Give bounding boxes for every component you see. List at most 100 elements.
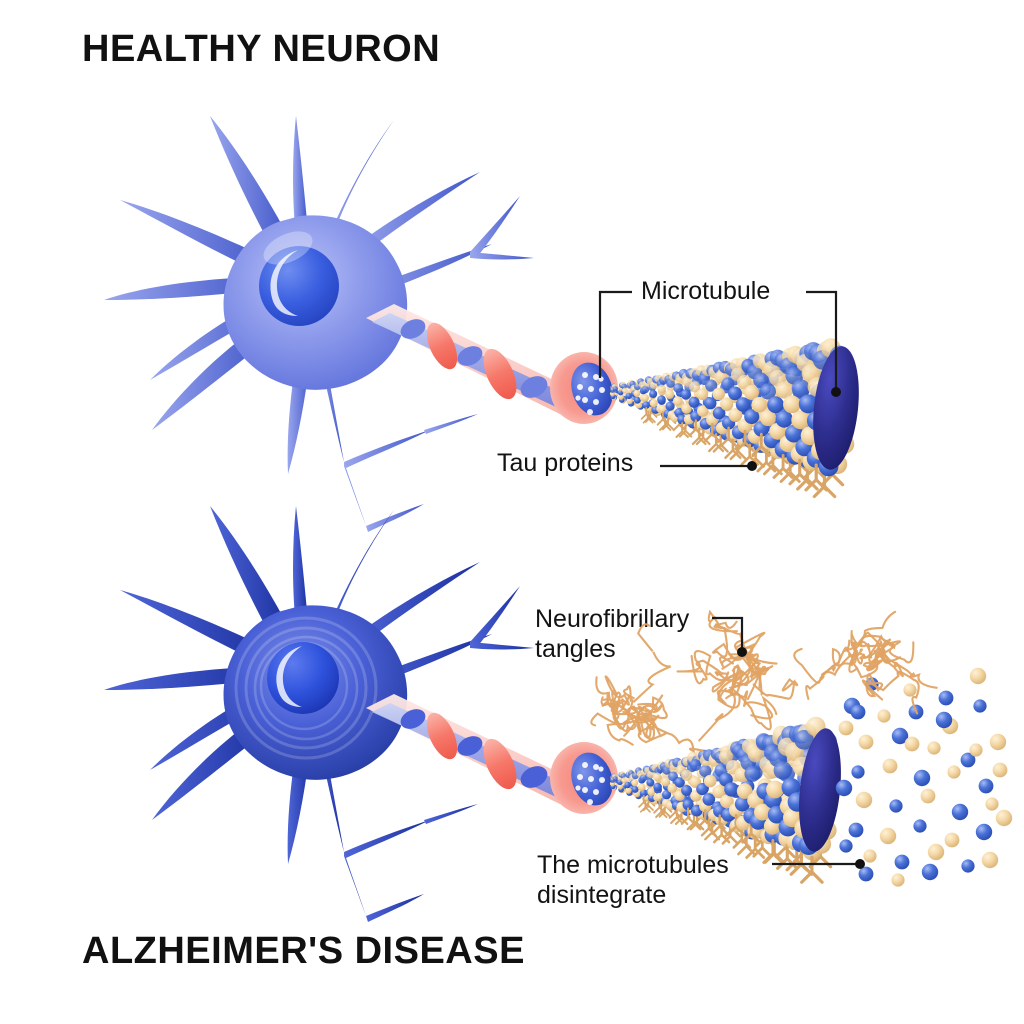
free-tubulin-sphere (969, 743, 983, 757)
free-tubulin-sphere (913, 769, 931, 787)
tubulin-sphere (612, 776, 618, 782)
tubulin-sphere (625, 386, 633, 394)
microtubule-diseased (609, 716, 840, 884)
free-tubulin-sphere (978, 778, 994, 794)
free-tubulin-sphere (863, 849, 877, 863)
tau-protein (697, 809, 714, 829)
tubulin-sphere (747, 746, 765, 763)
free-tubulin-sphere (877, 709, 891, 723)
leader-lines-healthy (598, 290, 838, 468)
free-tubulin-sphere (848, 822, 864, 838)
tau-protein (762, 838, 784, 864)
tubulin-sphere (617, 783, 624, 790)
tubulin-sphere (657, 395, 666, 404)
tubulin-sphere (697, 405, 709, 417)
tubulin-sphere (699, 765, 712, 778)
neurofibrillary-tangle (590, 623, 704, 753)
neurofibrillary-tangle (676, 609, 799, 742)
tubulin-sphere (767, 396, 784, 414)
free-tubulin-sphere (947, 765, 961, 779)
free-tubulin-sphere (961, 859, 975, 873)
tau-protein (675, 422, 689, 438)
tubulin-sphere (736, 783, 753, 799)
tubulin-sphere (791, 379, 811, 398)
tubulin-sphere (626, 397, 633, 405)
free-tubulin-sphere (839, 839, 853, 853)
tubulin-sphere (639, 789, 648, 797)
label-microtubule: Microtubule (641, 277, 771, 305)
tubulin-sphere (653, 782, 662, 792)
tubulin-sphere (773, 761, 792, 780)
free-tubulin-sphere (935, 711, 953, 729)
axon-cross-section-dots (575, 372, 605, 415)
tubulin-sphere (728, 408, 743, 422)
tau-protein (704, 422, 721, 442)
page-title-healthy: HEALTHY NEURON (82, 28, 441, 70)
tubulin-sphere (688, 396, 700, 408)
free-tubulin-sphere (969, 667, 987, 685)
myelin-ring (426, 322, 458, 370)
tubulin-sphere (735, 397, 751, 412)
tubulin-sphere (625, 787, 632, 794)
free-tubulin-sphere (995, 809, 1013, 827)
tubulin-sphere (657, 384, 666, 394)
tubulin-sphere (618, 394, 624, 400)
leader-dot-tangles (737, 647, 747, 657)
label-microtubules-disintegrate: The microtubules disintegrate (537, 850, 729, 910)
free-tubulin-sphere (879, 827, 897, 845)
tubulin-sphere (638, 783, 646, 791)
tau-protein (726, 813, 746, 836)
tubulin-sphere (754, 803, 771, 821)
tubulin-sphere (712, 785, 726, 799)
myelin-ring (483, 348, 517, 400)
tau-protein (788, 458, 811, 486)
tubulin-sphere (612, 386, 618, 392)
free-tubulin-spheres (835, 667, 1013, 887)
leader-microtubule-left (598, 290, 632, 378)
free-tubulin-sphere (904, 736, 920, 752)
soma-gloss-healthy (263, 231, 313, 265)
tubulin-sphere (783, 395, 801, 414)
tubulin-sphere (775, 410, 793, 428)
tubulin-sphere (719, 750, 733, 764)
axon-healthy (366, 304, 618, 424)
tubulin-sphere (728, 386, 742, 401)
neurofibrillary-tangle (793, 610, 938, 715)
tubulin-sphere (668, 771, 678, 782)
tubulin-sphere (794, 730, 814, 750)
tubulin-sphere (646, 778, 655, 787)
tubulin-sphere (642, 401, 650, 409)
tubulin-sphere (673, 383, 684, 393)
microtubule-endcap-healthy (813, 346, 859, 470)
tubulin-sphere (696, 388, 709, 401)
axon-diseased (366, 694, 618, 814)
tubulin-sphere (649, 399, 658, 408)
leader-dot-disintegrate (855, 859, 865, 869)
leader-dot-tau (747, 461, 757, 471)
nucleus-highlight-healthy (270, 250, 298, 316)
free-tubulin-sphere (850, 704, 866, 720)
tubulin-sphere (681, 403, 692, 414)
myelin-ring (483, 738, 517, 790)
free-tubulin-sphere (920, 788, 936, 804)
free-tubulin-sphere (975, 823, 993, 841)
axon-node (400, 319, 426, 339)
page-title-alzheimers: ALZHEIMER'S DISEASE (82, 930, 525, 972)
tubulin-sphere (737, 375, 752, 390)
free-tubulin-sphere (973, 699, 987, 713)
tubulin-sphere (744, 765, 761, 782)
tubulin-sphere (705, 379, 718, 392)
tau-protein (789, 847, 814, 876)
free-tubulin-sphere (927, 843, 945, 861)
tau-protein (688, 419, 704, 437)
microtubule-endcap-diseased (799, 728, 841, 852)
free-tubulin-sphere (951, 803, 969, 821)
tubulin-sphere (798, 394, 818, 414)
tubulin-sphere (734, 796, 750, 812)
tubulin-sphere (689, 759, 702, 771)
tubulin-sphere (674, 777, 685, 788)
free-tubulin-sphere (858, 866, 874, 882)
axon-node (520, 766, 548, 788)
tubulin-sphere (631, 785, 639, 793)
